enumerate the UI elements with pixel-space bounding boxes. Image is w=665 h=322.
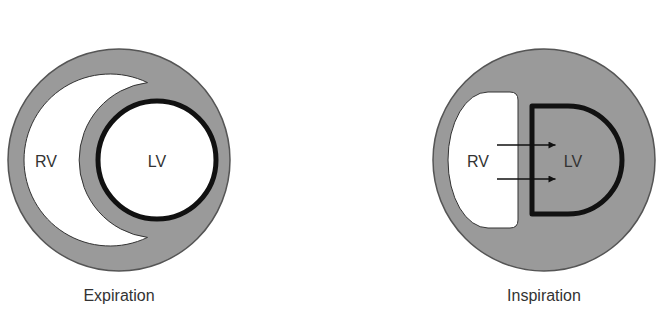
chamber-label: LV <box>148 152 166 171</box>
lv-cavity <box>98 101 216 219</box>
septal-shift-arrow <box>497 178 556 179</box>
caption-text: Expiration <box>83 287 154 304</box>
pericardium-outline <box>8 49 230 271</box>
chamber-node: LV <box>556 139 591 185</box>
caption-text: Inspiration <box>507 287 581 304</box>
phase-caption: Inspiration <box>507 286 581 305</box>
chamber-node: RV <box>459 139 497 185</box>
chamber-label: RV <box>467 152 489 171</box>
pericardium-outline <box>433 49 655 271</box>
chamber-node: LV <box>142 147 173 177</box>
chamber-label: RV <box>35 152 57 171</box>
chamber-node: RV <box>29 147 63 177</box>
septal-shift-arrow <box>497 144 556 145</box>
rv-cavity <box>448 92 518 228</box>
phase-caption: Expiration <box>83 286 154 305</box>
lv-cavity <box>532 106 622 214</box>
chamber-label: LV <box>564 152 582 171</box>
